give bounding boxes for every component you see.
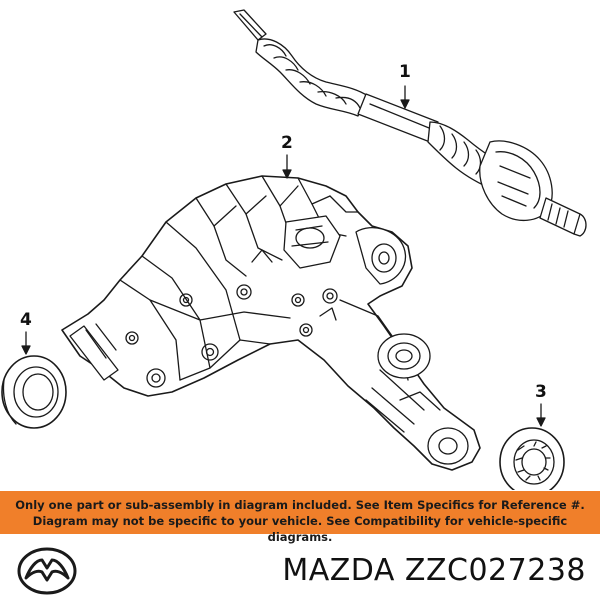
- disclaimer-line-2: Diagram may not be specific to your vehi…: [32, 514, 568, 544]
- diagram-artwork: [0, 0, 600, 490]
- disclaimer-line-1: Only one part or sub-assembly in diagram…: [15, 498, 585, 512]
- mazda-logo-icon: [16, 546, 78, 596]
- callout-leaders: [22, 86, 545, 426]
- callout-4: 4: [20, 310, 32, 330]
- oil-seal-part-3: [500, 428, 564, 490]
- callout-1: 1: [399, 62, 411, 82]
- parts-diagram: 1 2 4 3: [0, 0, 600, 490]
- oil-seal-part-4: [2, 356, 66, 428]
- part-number-label: MAZDA ZZC027238: [282, 553, 586, 588]
- axle-shaft-part: [234, 10, 586, 236]
- callout-3: 3: [535, 382, 547, 402]
- differential-assembly-part: [62, 176, 480, 470]
- callout-2: 2: [281, 133, 293, 153]
- disclaimer-banner: Only one part or sub-assembly in diagram…: [0, 491, 600, 544]
